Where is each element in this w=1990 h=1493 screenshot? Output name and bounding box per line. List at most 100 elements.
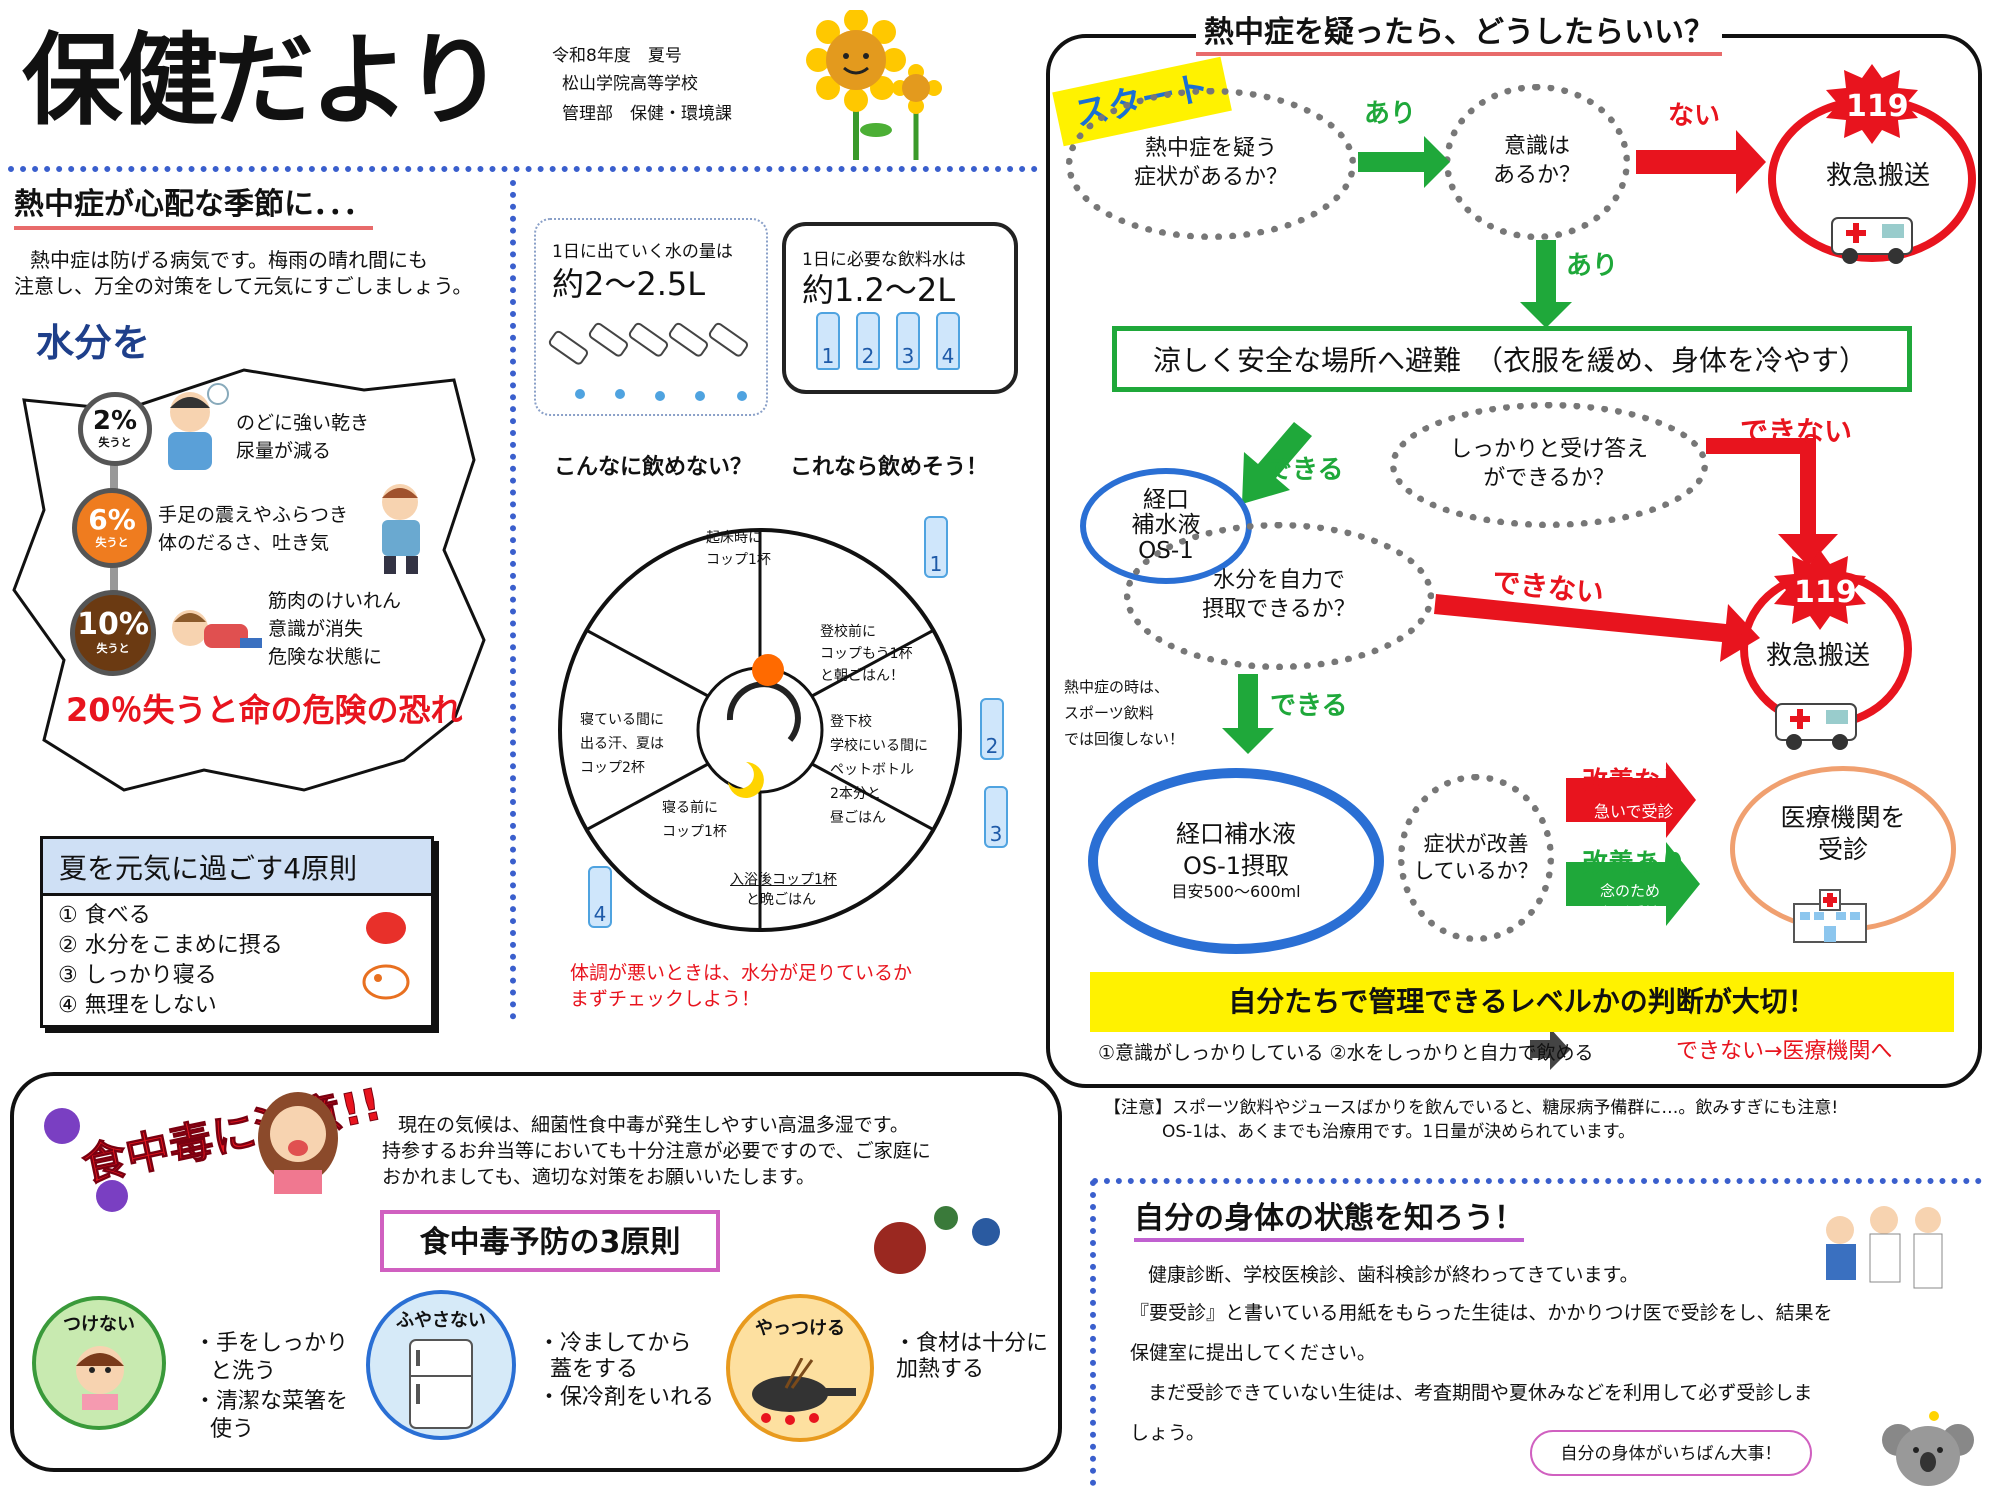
level-6-line2: 体のだるさ、吐き気 [158,532,330,554]
worried-woman-icon [254,1084,342,1194]
rule-fuyasanai-b: 蓋をする [550,1357,639,1382]
intake-1: 経口補水液 [1176,820,1296,849]
intake-2: OS-1摂取 [1182,851,1290,880]
food-frame [10,1072,1062,1472]
heat-intro-line2: 注意し、万全の対策をして元気にすごしましょう。 [14,274,473,298]
fridge-icon [406,1336,476,1432]
food-p1: 現在の気候は、細菌性食中毒が発生しやすい高温多湿です。 [398,1114,909,1136]
number-119-1: 119 [1846,89,1909,124]
os1-1: 経口 [1143,487,1189,514]
side-bottle-2: 2 [980,698,1004,760]
rule-yattsukeru-b: 加熱する [896,1357,985,1382]
level-2-pct: 2% [92,406,138,436]
tipped-bottles-icon [548,322,749,401]
side-bottle-1: 1 [924,516,948,578]
side-bottle-4: 4 [588,866,612,928]
rule-yattsukeru-label: やっつける [755,1318,845,1339]
summer-rules-title: 夏を元気に過ごす4原則 [40,836,434,896]
water-need-amount: 約1.2〜2L [802,271,956,309]
level-6-line1: 手足の震えやふらつき [158,504,349,526]
section-divider [8,166,1038,172]
sunflower-icon [806,8,946,160]
q-symptom: 熱中症を疑う症状があるか？ [1066,88,1356,240]
wheel-sleep-2: 出る汗、夏は [580,736,664,752]
daily-water-wheel [558,528,962,932]
can-drink-answer: これなら飲めそう！ [790,455,989,480]
wheel-leave-5: 昼ごはん [830,810,886,826]
frying-pan-icon [746,1357,856,1428]
level-10-line2: 意識が消失 [268,618,364,640]
rule-fuyasanai-a: ・冷ましてから [538,1331,692,1356]
q-conscious-1: 意識は [1503,134,1570,160]
body-p3: 保健室に提出してください。 [1130,1342,1376,1364]
transport-label-2: 救急搬送 [1766,641,1871,671]
q-conscious-2: あるか？ [1492,163,1581,188]
q-respond-1: しっかりと受け答え [1449,437,1648,463]
flowchart-title: 熱中症を疑ったら、どうしたらいい？ [1196,14,1722,56]
wheel-sleep-3: コップ2杯 [580,760,645,776]
intake-ellipse: 経口補水液 OS-1摂取 目安500〜600ml [1088,768,1384,954]
rule-tsukenai-d: 使う [210,1417,255,1442]
os1-2: 補水液 [1131,512,1201,539]
water-out-box [534,218,768,416]
can-label-2: できる [1270,691,1348,721]
q-respond-2: ができるか？ [1483,466,1615,491]
summer-rule-1: ① 食べる [58,903,151,928]
level-2-line2: 尿量が減る [236,440,332,462]
wheel-bed-2: コップ1杯 [662,824,727,840]
wheel-school-3: と朝ごはん！ [820,668,904,684]
level-10-line3: 危険な状態に [268,646,383,668]
ambulance-icon-2 [1774,694,1860,752]
rule-yattsukeru-a: ・食材は十分に [894,1331,1049,1356]
yes-label-2: あり [1566,251,1619,281]
rule-tsukenai-b: と洗う [210,1359,277,1384]
evacuate-box: 涼しく安全な場所へ避難 （衣服を緩め、身体を冷やす） [1112,326,1912,392]
conditions-text: ①意識がしっかりしている ②水をしっかりと自力で飲める [1098,1042,1594,1064]
cannot-drink-question: こんなに飲めない？ [554,455,753,480]
body-p4: まだ受診できていない生徒は、考査期間や夏休みなどを利用して必ず受診しま [1148,1382,1813,1404]
body-section-left-divider [1090,1180,1096,1486]
germ-icon-1 [44,1108,80,1144]
koala-icon [1880,1410,1976,1488]
wheel-leave-3: ペットボトル [830,762,914,778]
improve-label: 改善あり [1582,849,1687,879]
emergency-119-badge-1 [1826,64,1918,144]
bacteria-cluster-icon [860,1196,1020,1282]
bottle-2: 2 [856,312,880,370]
wheel-bath-2: と晩ごはん [746,892,816,908]
level-10-badge: 10% 失うと [70,590,156,676]
food-rules-title: 食中毒予防の3原則 [380,1210,720,1272]
food-p2: 持参するお弁当等においても十分注意が必要ですので、ご家庭に [382,1140,931,1162]
summer-rule-3: ③ しっかり寝る [58,963,217,988]
hospital-icon [1790,888,1870,944]
level-6-pct: 6% [88,503,136,536]
yes-label-1: あり [1364,99,1417,129]
sports-drink-note-3: では回復しない！ [1064,730,1185,748]
column-divider [510,180,516,1020]
flow-arrows [1222,130,1838,1070]
child-icon [70,1340,130,1410]
body-heading: 自分の身体の状態を知ろう！ [1134,1200,1524,1242]
heat-intro-line1: 熱中症は防げる病気です。梅雨の晴れ間にも [30,248,428,272]
side-bottle-3: 3 [984,786,1008,848]
emergency-119-badge-2 [1774,550,1866,630]
check-water-line2: まずチェックしよう！ [570,988,761,1010]
rule-tsukenai-a: ・手をしっかり [194,1331,349,1356]
body-bubble: 自分の身体がいちばん大事！ [1530,1430,1812,1476]
level-2-line1: のどに強い乾き [236,412,370,434]
wheel-sleep-1: 寝ている間に [580,712,664,728]
danger-warning: 20％失うと命の危険の恐れ [66,691,463,729]
bottle-4: 4 [936,312,960,370]
summer-rule-2: ② 水分をこまめに摂る [58,933,283,958]
wheel-leave-4: 2本分と [830,786,881,802]
q-improve-2: しているか？ [1413,859,1539,883]
wheel-school-2: コップもう1杯 [820,646,913,662]
issue-label: 令和8年度 夏号 [552,46,682,66]
collapsed-child-icon [160,588,264,668]
level-10-lose: 失うと [96,642,130,655]
water-out-amount: 約2〜2.5L [552,265,706,303]
transport-label-1: 救急搬送 [1826,161,1931,191]
summer-rule-4: ④ 無理をしない [58,993,217,1018]
body-p5: しょう。 [1130,1422,1205,1444]
q-self-drink-2: 摂取できるか？ [1202,597,1356,622]
